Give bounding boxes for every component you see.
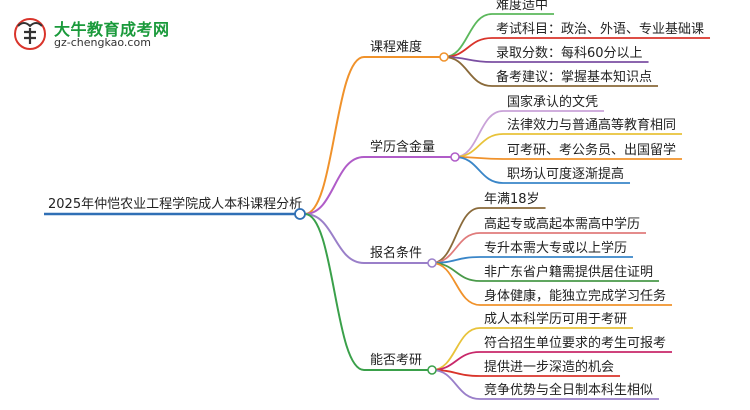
root-node	[294, 208, 306, 220]
branch-connector	[304, 213, 365, 264]
child-connector	[443, 13, 493, 58]
child-label: 国家承认的文凭	[507, 94, 598, 110]
child-label: 身体健康，能独立完成学习任务	[484, 288, 666, 304]
child-connector	[431, 256, 481, 264]
child-label: 高起专或高起本需高中学历	[484, 216, 640, 232]
child-label: 难度适中	[496, 0, 548, 13]
child-label: 职场认可度逐渐提高	[507, 166, 624, 182]
child-label: 成人本科学历可用于考研	[484, 311, 627, 327]
branch-label: 学历含金量	[370, 139, 435, 155]
child-label: 专升本需大专或以上学历	[484, 240, 627, 256]
child-label: 考试科目：政治、外语、专业基础课	[496, 22, 704, 37]
child-label: 年满18岁	[484, 192, 540, 207]
child-label: 符合招生单位要求的考生可报考	[484, 335, 666, 351]
branch-node	[439, 52, 449, 62]
branch-node	[427, 258, 437, 268]
child-label: 法律效力与普通高等教育相同	[507, 117, 676, 133]
branch-connector	[304, 156, 365, 215]
child-connector	[443, 56, 493, 87]
child-connector	[431, 327, 481, 371]
child-connector	[431, 262, 481, 306]
child-label: 非广东省户籍需提供居住证明	[484, 264, 653, 280]
child-label: 提供进一步深造的机会	[484, 359, 614, 375]
logo-title: 大牛教育成考网	[54, 20, 170, 39]
branch-connector	[304, 213, 365, 371]
child-label: 竞争优势与全日制本科生相似	[484, 382, 653, 398]
site-logo: 大牛教育成考网 gz-chengkao.com	[8, 14, 170, 54]
child-label: 可考研、考公务员、出国留学	[507, 142, 676, 158]
child-label: 录取分数：每科60分以上	[496, 45, 643, 61]
logo-url: gz-chengkao.com	[54, 36, 151, 49]
child-connector	[431, 262, 481, 282]
bull-logo-icon	[14, 18, 46, 50]
root-label: 2025年仲恺农业工程学院成人本科课程分析	[48, 196, 302, 212]
child-connector	[454, 133, 504, 158]
branch-connector	[304, 56, 365, 215]
branch-label: 课程难度	[370, 39, 422, 55]
child-connector	[443, 37, 493, 58]
child-connector	[431, 207, 481, 264]
branch-node	[427, 365, 437, 375]
child-connector	[431, 351, 481, 371]
branch-label: 能否考研	[370, 353, 422, 368]
branch-label: 报名条件	[370, 245, 422, 261]
child-connector	[431, 369, 481, 400]
child-connector	[454, 156, 504, 184]
branch-node	[450, 152, 460, 162]
child-label: 备考建议：掌握基本知识点	[496, 69, 652, 85]
